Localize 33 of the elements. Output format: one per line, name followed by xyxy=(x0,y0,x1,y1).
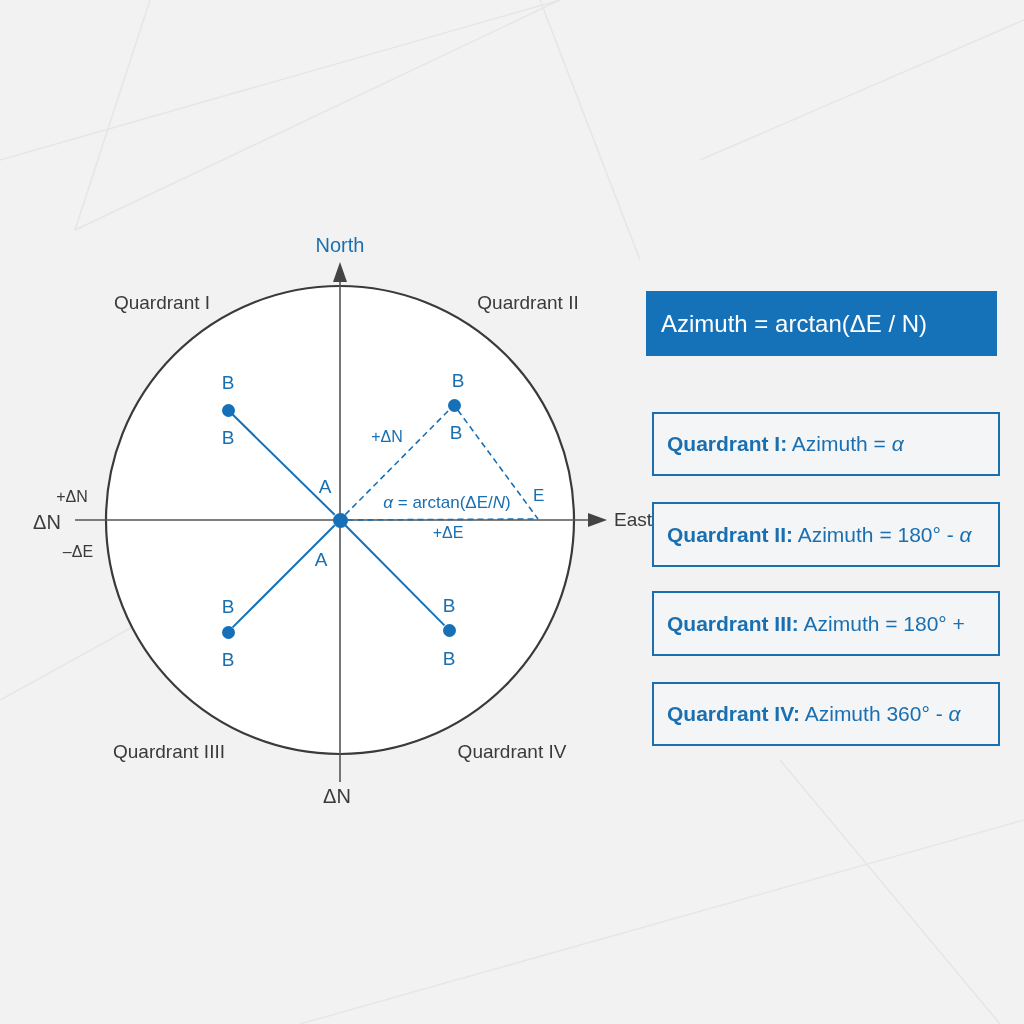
point-label: B xyxy=(451,370,465,392)
point-label: B xyxy=(442,648,456,670)
connector-line xyxy=(231,524,336,629)
point-label: E xyxy=(533,486,545,506)
dashed-line xyxy=(344,408,451,516)
quadrant-label: Quardrant II xyxy=(477,292,579,314)
axis-label: North xyxy=(315,233,365,257)
formula-label: α = arctan(ΔE/N) xyxy=(381,493,513,513)
point-label: A xyxy=(314,549,328,571)
formula-banner: Azimuth = arctan(ΔE / N) xyxy=(646,291,997,356)
connector-line xyxy=(344,524,446,627)
point-label: A xyxy=(318,476,332,498)
formula-box: Quardrant IV: Azimuth 360° - α xyxy=(652,682,1000,746)
formula-box: Quardrant III: Azimuth = 180° + xyxy=(652,591,1000,656)
axis-label: –ΔE xyxy=(62,543,94,561)
axis-label: ΔN xyxy=(323,784,351,808)
point-label: B xyxy=(221,649,235,671)
quadrant-label: Quardrant IV xyxy=(457,741,567,763)
connector-line xyxy=(231,413,336,516)
quadrant-label: Quardrant IIII xyxy=(113,741,225,763)
dashed-line xyxy=(457,409,539,520)
formula-box: Quardrant I: Azimuth = α xyxy=(652,412,1000,476)
axis-label: East xyxy=(614,509,652,531)
point-label: B xyxy=(442,595,456,617)
axis-label: ΔN xyxy=(33,510,61,534)
point-label: B xyxy=(221,372,235,394)
axis-label: +ΔN xyxy=(56,488,88,506)
point-label: B xyxy=(221,596,235,618)
point-label: B xyxy=(449,422,463,444)
dashed-line xyxy=(346,518,539,521)
formula-box: Quardrant II: Azimuth = 180° - α xyxy=(652,502,1000,567)
point-label: B xyxy=(221,427,235,449)
quadrant-label: Quardrant I xyxy=(113,292,211,314)
